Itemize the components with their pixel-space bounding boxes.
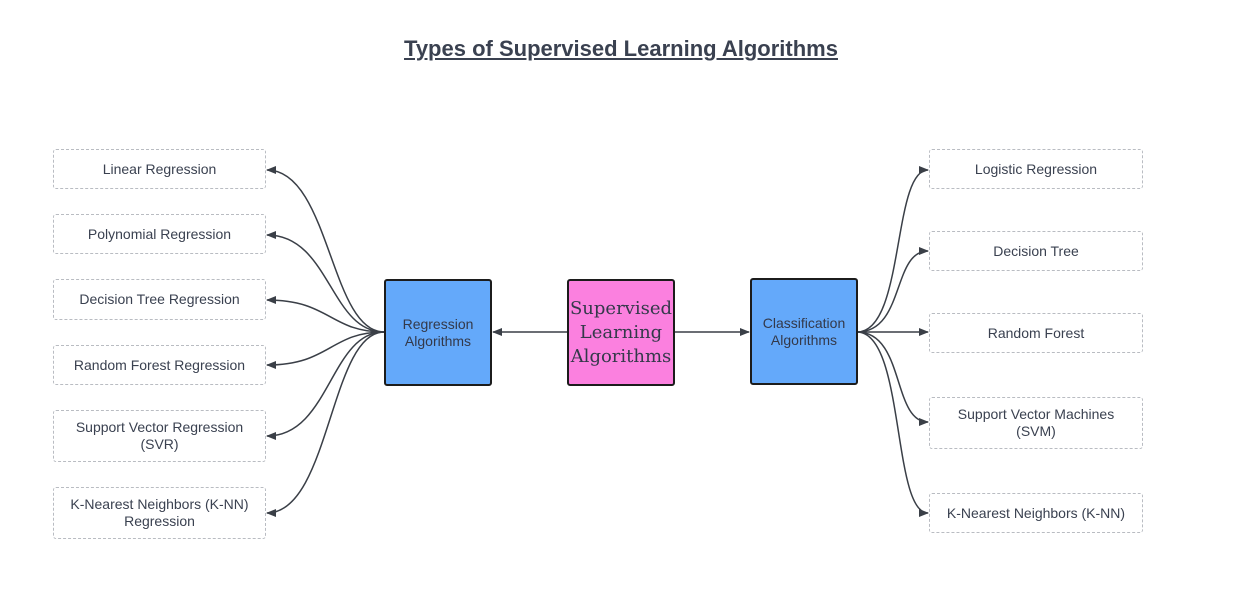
classification-item-label: Decision Tree bbox=[993, 242, 1079, 259]
regression-item-linear: Linear Regression bbox=[53, 149, 266, 189]
classification-item-label: K-Nearest Neighbors (K-NN) bbox=[946, 504, 1126, 521]
connector-classification-5 bbox=[856, 331, 929, 517]
connector-classification-1 bbox=[856, 166, 929, 333]
regression-item-knn: K-Nearest Neighbors (K-NN) Regression bbox=[53, 487, 266, 539]
classification-item-label-line2: (SVM) bbox=[1016, 423, 1056, 439]
classification-item-svm: Support Vector Machines (SVM) bbox=[929, 397, 1143, 449]
classification-item-random-forest: Random Forest bbox=[929, 313, 1143, 353]
connector-regression-2 bbox=[266, 231, 385, 333]
classification-algorithms-node: Classification Algorithms bbox=[750, 278, 858, 385]
classification-item-logistic: Logistic Regression bbox=[929, 149, 1143, 189]
connector-regression-4 bbox=[266, 331, 385, 369]
diagram-title: Types of Supervised Learning Algorithms bbox=[404, 36, 838, 61]
regression-item-label: Polynomial Regression bbox=[87, 225, 232, 242]
regression-algorithms-node: Regression Algorithms bbox=[384, 279, 492, 386]
regression-node-label-line2: Algorithms bbox=[404, 332, 472, 349]
classification-node-label: Classification bbox=[762, 314, 846, 331]
connector-regression-6 bbox=[266, 331, 385, 517]
connector-regression-5 bbox=[266, 331, 385, 440]
regression-item-svr: Support Vector Regression (SVR) bbox=[53, 410, 266, 462]
regression-item-label: Random Forest Regression bbox=[73, 356, 246, 373]
regression-item-label: Linear Regression bbox=[102, 160, 217, 177]
regression-item-polynomial: Polynomial Regression bbox=[53, 214, 266, 254]
connector-classification-4 bbox=[856, 331, 929, 426]
classification-node-label-line2: Algorithms bbox=[770, 331, 838, 348]
connector-regression-1 bbox=[266, 166, 385, 333]
regression-item-label: Decision Tree Regression bbox=[79, 291, 240, 307]
regression-item-label: Support Vector Regression bbox=[75, 419, 244, 435]
supervised-learning-root-node: Supervised Learning Algorithms bbox=[567, 279, 675, 386]
regression-item-decision-tree: Decision Tree Regression bbox=[53, 279, 266, 320]
regression-item-random-forest: Random Forest Regression bbox=[53, 345, 266, 385]
connector-classification-2 bbox=[856, 247, 929, 333]
classification-item-decision-tree: Decision Tree bbox=[929, 231, 1143, 271]
classification-item-knn: K-Nearest Neighbors (K-NN) bbox=[929, 493, 1143, 533]
root-node-label-line3: Algorithms bbox=[570, 345, 672, 367]
regression-node-label: Regression bbox=[402, 315, 474, 332]
connector-regression-3 bbox=[266, 296, 385, 333]
classification-item-label: Random Forest bbox=[987, 324, 1085, 341]
root-node-label-line2: Learning bbox=[579, 321, 663, 343]
regression-item-label: K-Nearest Neighbors (K-NN) bbox=[70, 496, 249, 512]
regression-item-label-line2: Regression bbox=[124, 513, 195, 529]
regression-item-label-line2: (SVR) bbox=[140, 436, 179, 452]
root-node-label: Supervised bbox=[569, 297, 673, 319]
classification-item-label: Logistic Regression bbox=[974, 160, 1098, 177]
classification-item-label: Support Vector Machines bbox=[957, 406, 1115, 422]
